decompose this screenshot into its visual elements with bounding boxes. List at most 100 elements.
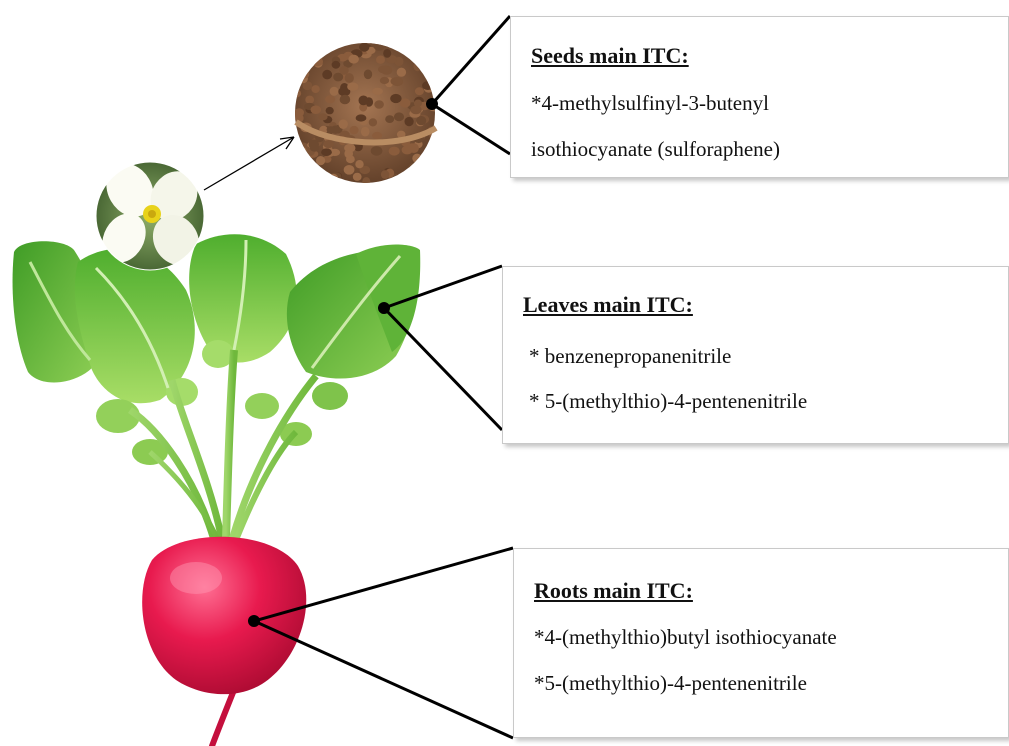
seed-dot [305,96,314,104]
seeds-line: isothiocyanate (sulforaphene) [531,137,780,162]
arrow-flower-to-seeds [204,137,294,190]
seed-dot [410,106,421,115]
seed-dot [415,87,424,95]
seed-dot [314,45,326,55]
radish-seeds [291,38,440,186]
seed-dot [371,146,383,156]
radish-leaves [13,234,421,540]
seed-dot [416,116,426,125]
seed-dot [321,148,332,156]
seed-dot [312,57,323,66]
leaves-title: Leaves main ITC: [523,292,693,318]
seed-dot [369,118,377,126]
seed-dot [380,77,389,84]
seed-dot [349,55,359,64]
seed-dot [429,75,437,84]
seed-dot [389,147,400,156]
seed-dot [307,42,318,49]
seed-dot [401,178,409,186]
seed-dot [301,70,310,79]
seed-dot [409,163,420,172]
seed-dot [345,73,354,83]
roots-callout: Roots main ITC: *4-(methylthio)butyl iso… [513,548,1009,738]
seed-dot [422,52,431,59]
connector-seeds [426,16,510,154]
seed-dot [381,170,389,179]
seed-dot [328,174,338,182]
seed-dot [425,40,435,49]
seed-dot [297,147,307,155]
seed-dot [355,160,363,168]
seed-dot [340,95,351,105]
seed-dot [350,126,359,134]
seed-dot [311,105,322,114]
seed-dot [311,85,319,93]
seed-dot [420,62,429,71]
seed-dot [423,152,433,159]
seed-dot [405,117,414,126]
seed-dot [316,156,325,165]
seed-dot [332,61,341,69]
seed-dot [391,77,403,85]
seed-dot [339,66,348,75]
leaves-callout: Leaves main ITC: * benzenepropanenitrile… [502,266,1009,444]
seed-dot [394,112,404,121]
seed-dot [428,39,436,48]
seeds-title: Seeds main ITC: [531,43,689,69]
seed-dot [304,57,312,66]
seed-dot [413,62,421,72]
seed-dot [302,58,312,68]
seed-dot [431,41,439,49]
seed-dot [383,49,391,58]
seed-dot [344,165,355,175]
seed-dot [424,151,436,159]
seed-dot [359,43,369,52]
seed-dot [364,70,372,80]
seed-dot [418,55,429,64]
seed-dot [322,70,332,80]
seed-dot [291,83,300,92]
seed-dot [327,126,336,133]
seed-dot [310,145,319,152]
seed-dot [291,89,301,97]
seed-dot [390,94,401,103]
seed-dot [330,38,340,47]
seed-dot [402,145,413,154]
seed-dot [376,56,385,64]
seed-dot [353,173,362,181]
radish-root [142,537,306,746]
leaves-line: * 5-(methylthio)-4-pentenenitrile [529,389,807,414]
roots-title: Roots main ITC: [534,578,693,604]
seed-dot [359,96,369,106]
seeds-line: *4-methylsulfinyl-3-butenyl [531,91,769,116]
seed-dot [347,83,358,91]
seed-dot [311,174,319,183]
seed-dot [330,87,339,96]
seed-dot [294,108,304,117]
seed-dot [374,100,384,109]
seed-dot [422,81,434,90]
seed-dot [420,43,431,53]
seed-dot [362,177,370,185]
seed-dot [344,149,353,158]
seed-dot [292,57,301,66]
seed-dot [374,43,384,50]
seed-dot [313,40,323,47]
seed-dot [372,88,383,95]
seed-dot [412,154,422,163]
seed-dot [397,68,406,77]
seed-dot [326,107,334,114]
seed-dot [390,41,399,48]
seed-dot [378,66,390,74]
seed-dot [325,95,335,103]
seed-dot [425,168,436,177]
roots-line: *4-(methylthio)butyl isothiocyanate [534,625,837,650]
roots-line: *5-(methylthio)-4-pentenenitrile [534,671,807,696]
seed-dot [318,113,327,120]
seed-dot [323,140,334,148]
seeds-callout: Seeds main ITC: *4-methylsulfinyl-3-bute… [510,16,1009,178]
seed-dot [361,127,370,137]
seed-dot [303,45,313,54]
seed-dot [302,49,311,57]
seed-dot [385,115,394,123]
